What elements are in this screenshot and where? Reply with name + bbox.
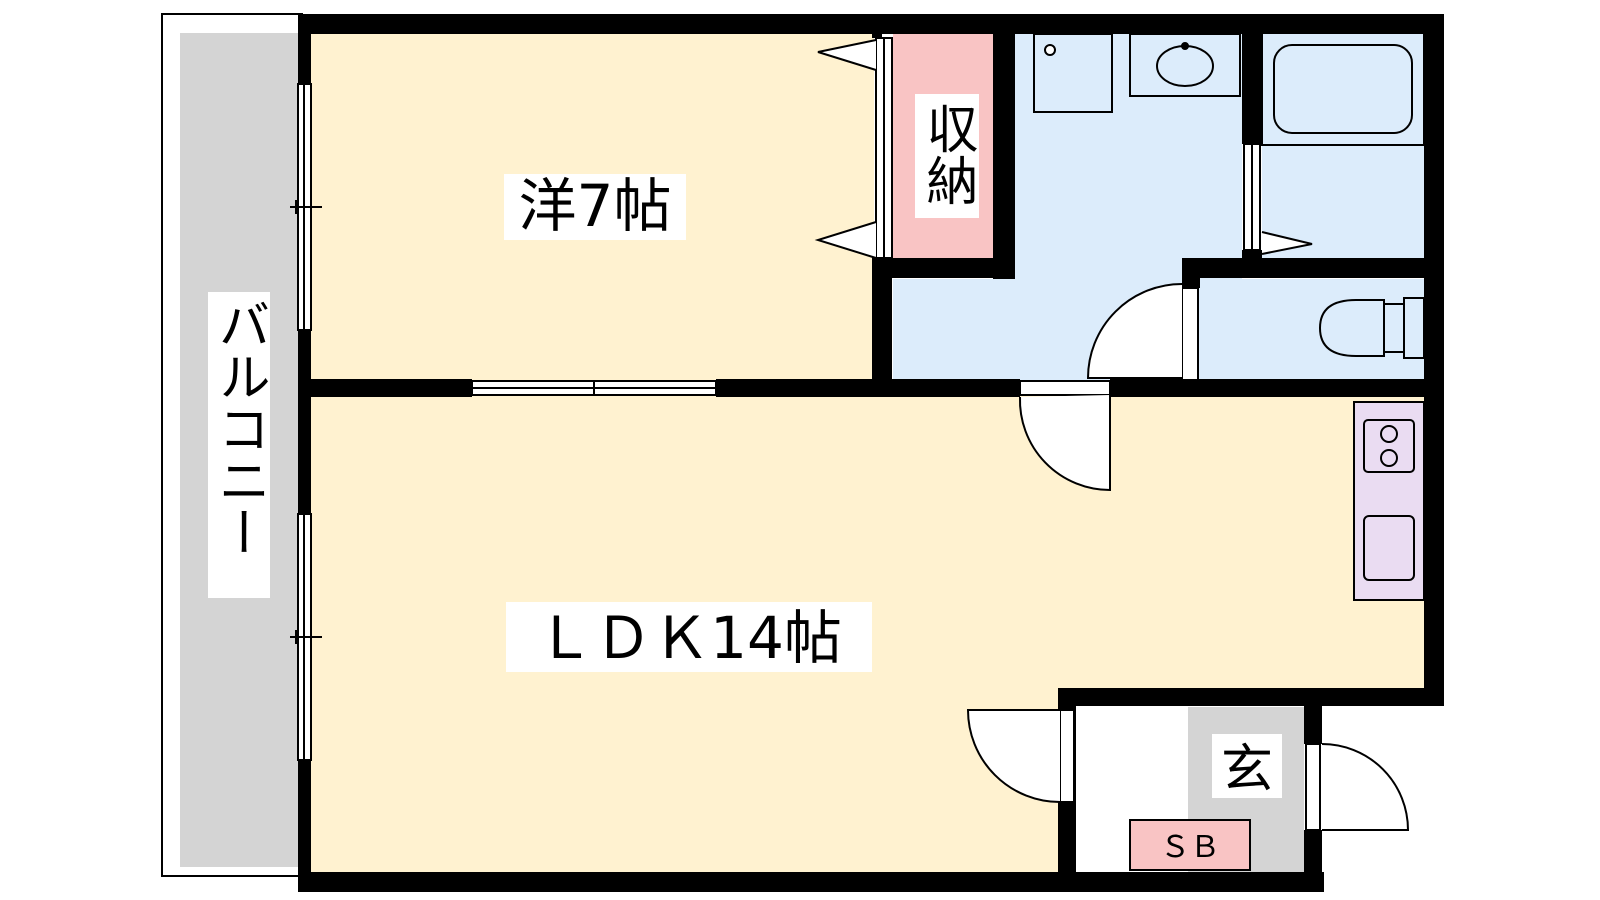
entrance-label: 玄 [1221,740,1273,800]
shoe-box-label: ＳＢ [1160,830,1220,865]
storage-label-bg [915,94,979,218]
washing-machine-pan [1033,33,1113,113]
walls [298,14,1444,892]
hallway-door[interactable] [1018,380,1111,492]
shoe-box [1129,819,1251,871]
western-room-label-bg [504,174,686,240]
sliding-door-room-ldk[interactable] [471,380,717,396]
storage-label: 収納 [917,102,977,206]
stove [1363,419,1415,473]
bath-door[interactable] [1243,143,1313,255]
entrance-inner-door[interactable] [966,709,1075,803]
kitchen-sink [1363,515,1415,581]
wash-basin [1129,33,1241,97]
ldk-floor-lower [308,689,1058,875]
balcony-window-lower [290,513,322,761]
entrance-label-bg [1212,734,1282,798]
western-room-label: 洋7帖 [519,172,672,240]
balcony-label-bg [208,292,270,598]
toilet [1318,297,1425,359]
bathtub [1261,32,1425,146]
toilet-door[interactable] [1086,283,1199,381]
ldk-label-bg [506,602,872,672]
front-door[interactable] [1305,743,1410,831]
balcony-window-upper [290,83,322,331]
ldk-label: ＬＤＫ14帖 [536,604,842,672]
balcony-label: バルコニー [209,298,269,558]
storage-door[interactable] [814,37,893,259]
